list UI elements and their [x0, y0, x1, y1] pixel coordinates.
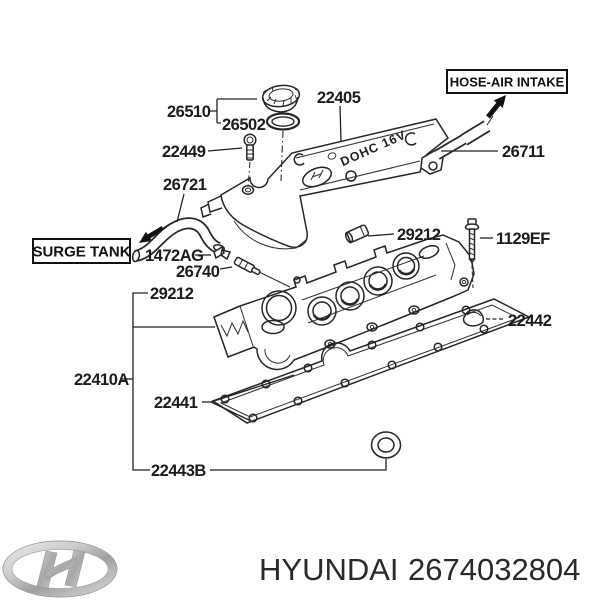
bolt-22449-centerline	[247, 161, 251, 188]
plug-cutout-icon	[404, 132, 417, 146]
filler-neck-inner	[265, 294, 293, 322]
nipple-art	[233, 256, 261, 276]
surge-direction-arrow-icon	[139, 226, 165, 243]
part-label-22441: 22441	[154, 394, 198, 412]
hose-end-line	[486, 115, 494, 126]
breather-hose-inner	[134, 219, 221, 261]
part-labels: 26510 26502 22449 26721 22405 26711 2921…	[74, 89, 552, 480]
part-label-1472ag: 1472AG	[145, 247, 203, 265]
cover-hole	[345, 170, 357, 182]
spark-plug-tubes	[307, 252, 420, 326]
oil-cap-art	[261, 84, 301, 113]
cover-bolt-hole-inner	[244, 187, 252, 193]
bolt-1129ef-centerline	[471, 264, 474, 289]
engine-cover-outline	[220, 118, 449, 248]
part-label-26711: 26711	[502, 143, 545, 161]
valve-cover-art	[213, 234, 475, 371]
o-ring-art	[265, 112, 301, 131]
gasket-bolt-holes	[220, 305, 489, 423]
surge-tank-callout: SURGE TANK	[32, 238, 131, 264]
bolt-22449-art	[243, 133, 257, 161]
breather-hose-art	[131, 217, 226, 263]
part-label-22442: 22442	[508, 312, 552, 330]
filler-boss	[261, 319, 285, 335]
part-label-29212-right: 29212	[397, 226, 441, 244]
hyundai-logo-icon	[2, 540, 118, 598]
assembly-bracket	[132, 292, 150, 471]
end-baffle-zigzag	[220, 319, 249, 338]
part-label-22449: 22449	[162, 143, 206, 161]
hose-air-intake-callout: HOSE-AIR INTAKE	[446, 69, 568, 94]
part-label-22443b: 22443B	[151, 462, 206, 480]
footer-brand-text: HYUNDAI	[259, 552, 399, 587]
hose-fitting-hole	[428, 161, 438, 171]
clamp-art	[213, 245, 232, 261]
hyundai-oval-icon	[301, 166, 333, 188]
intake-direction-arrow-icon	[486, 95, 506, 119]
round-seal-art	[370, 431, 402, 459]
air-intake-hose-art	[434, 115, 494, 160]
hose-tube-inner	[435, 134, 468, 159]
hose-end-opening	[131, 249, 141, 263]
part-label-26502: 26502	[222, 116, 266, 134]
cover-port	[418, 245, 440, 259]
gasket-art	[211, 298, 531, 424]
cover-front-face	[233, 220, 307, 250]
tube-grommet-art	[344, 224, 370, 244]
nipple-insert-line	[258, 271, 291, 288]
footer-part-number: 2674032804	[408, 552, 580, 587]
part-label-29212-left: 29212	[150, 285, 194, 303]
cover-edge-line	[295, 123, 435, 159]
cover-bolt-bosses	[293, 276, 469, 349]
part-label-26740: 26740	[176, 263, 220, 281]
filler-neck	[261, 290, 297, 326]
hose-sleeve-inner	[461, 121, 490, 145]
cover-notch	[327, 152, 337, 160]
footer: HYUNDAI 2674032804	[2, 540, 580, 598]
blanking-cap-art	[462, 309, 485, 327]
cover-left-tabs	[200, 195, 223, 219]
cap-centerline	[280, 130, 284, 182]
part-label-22405: 22405	[317, 89, 361, 107]
leader-lines	[122, 98, 498, 471]
part-label-22410a: 22410A	[74, 371, 129, 389]
bolt-1129ef-art	[464, 218, 480, 264]
hose-air-intake-label: HOSE-AIR INTAKE	[450, 75, 565, 90]
surge-tank-label: SURGE TANK	[32, 244, 130, 261]
part-label-1129ef: 1129EF	[496, 230, 550, 248]
plug-cutout-icon	[293, 153, 305, 166]
part-label-26721: 26721	[163, 176, 207, 194]
part-label-26510: 26510	[167, 103, 211, 121]
engine-cover-art: DOHC 16V	[200, 118, 449, 250]
